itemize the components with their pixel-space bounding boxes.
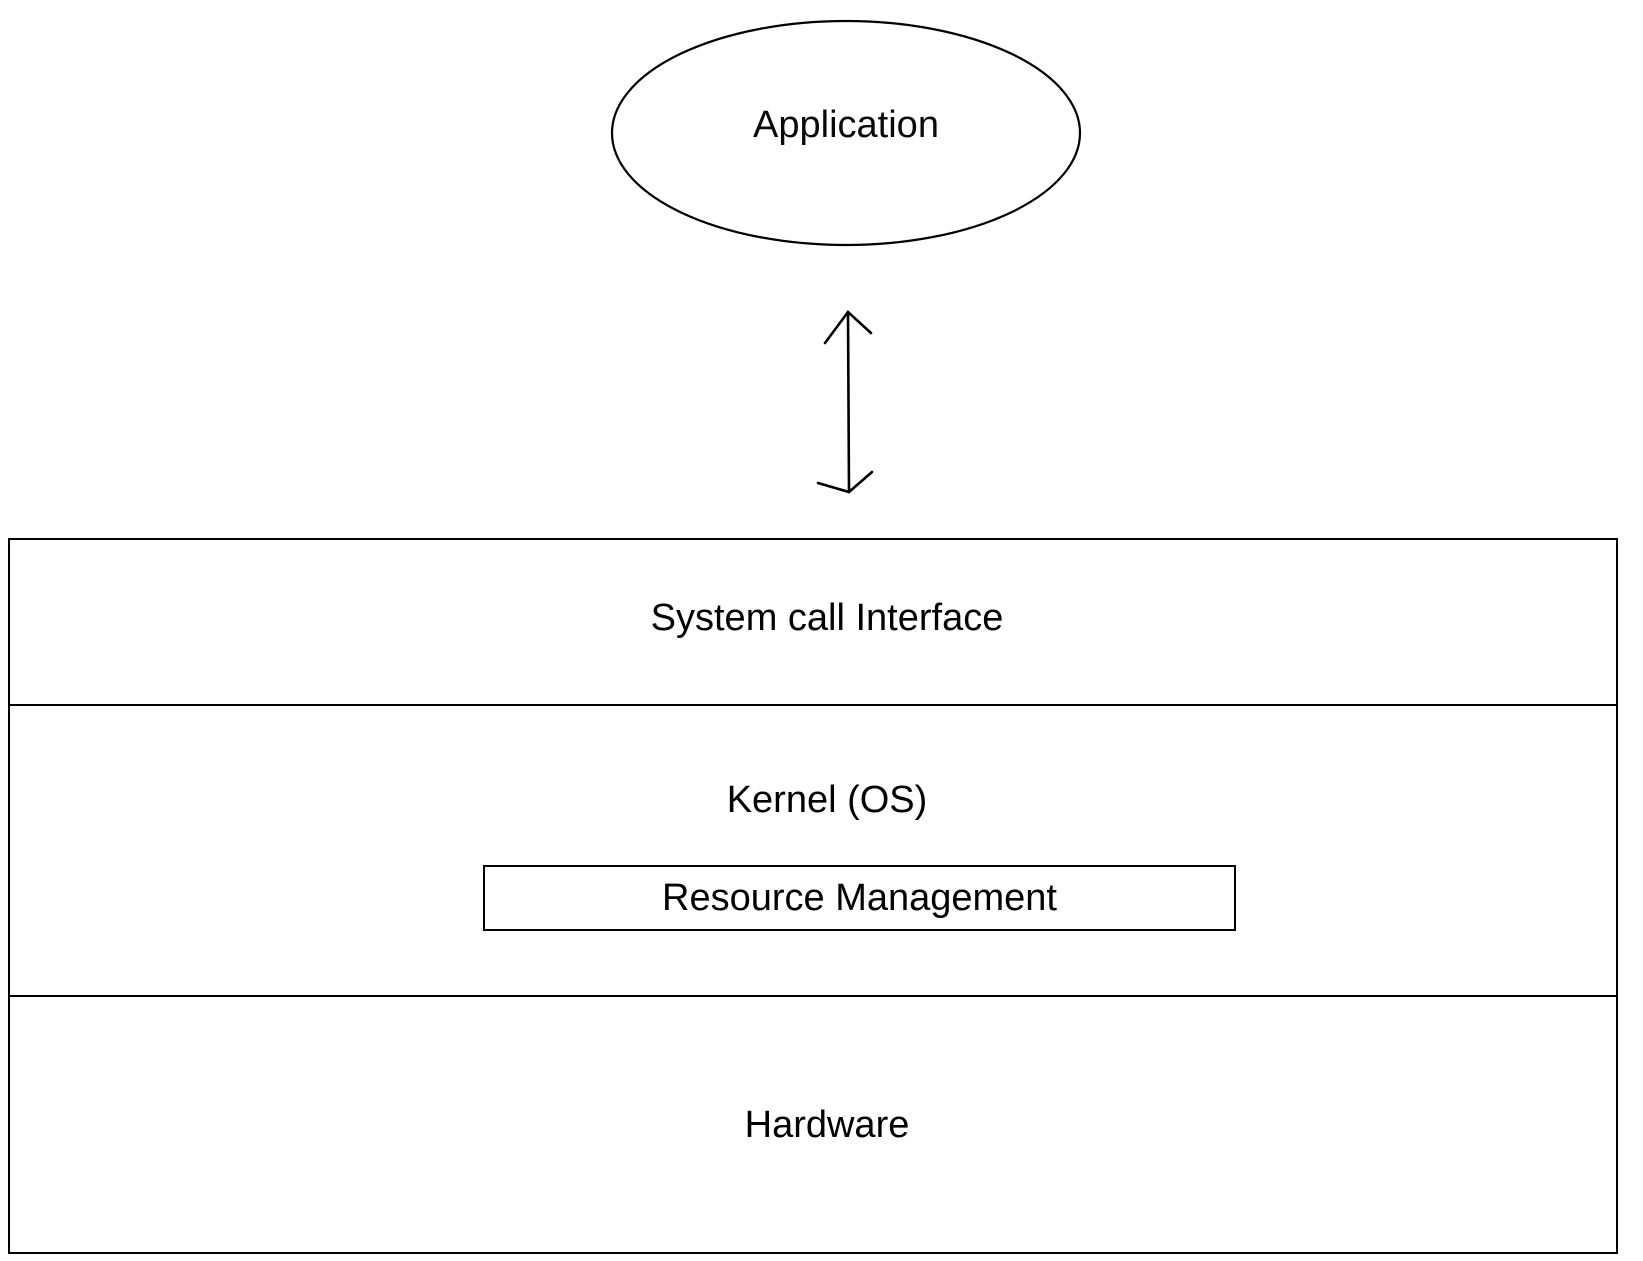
hardware-layer: Hardware <box>10 997 1616 1252</box>
resource-management-box: Resource Management <box>483 865 1236 931</box>
system-call-interface-layer: System call Interface <box>10 540 1616 706</box>
kernel-layer: Kernel (OS) Resource Management <box>10 706 1616 997</box>
bidirectional-arrow-icon <box>816 310 874 494</box>
hardware-label: Hardware <box>744 1104 910 1146</box>
resource-management-label: Resource Management <box>662 877 1057 919</box>
system-call-interface-label: System call Interface <box>650 597 1004 639</box>
os-layers-box: System call Interface Kernel (OS) Resour… <box>8 538 1618 1254</box>
kernel-label: Kernel (OS) <box>726 779 928 821</box>
application-node-label: Application <box>753 104 939 146</box>
